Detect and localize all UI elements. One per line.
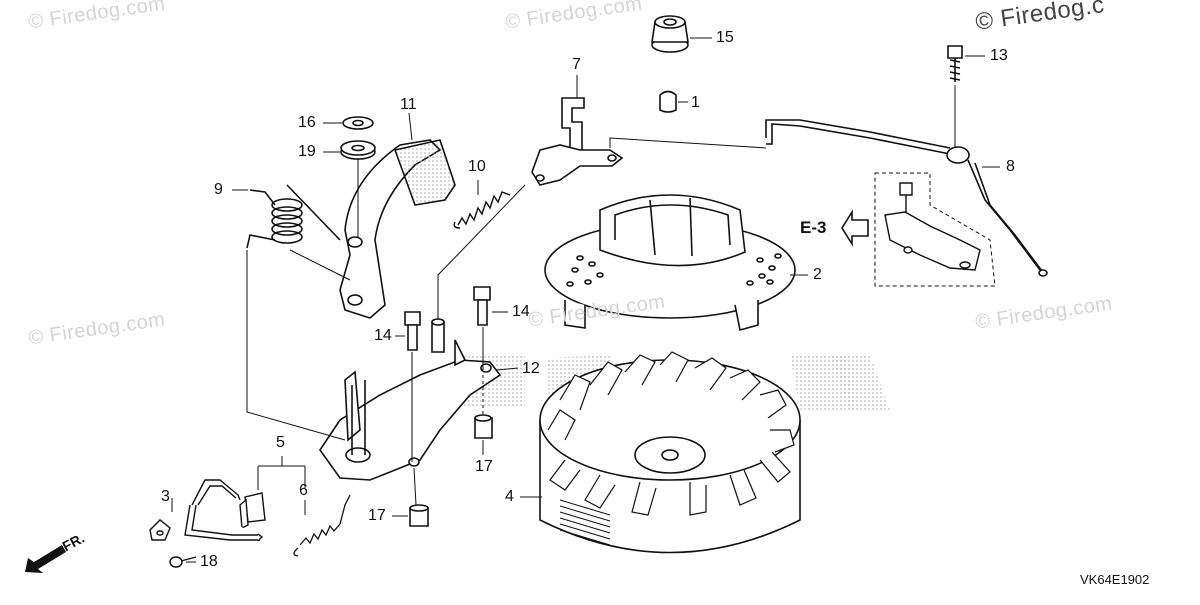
callout-1: 1 (691, 94, 700, 111)
part-10-spring (453, 191, 511, 229)
leader-line (246, 250, 346, 441)
callout-2: 2 (813, 266, 822, 283)
part-18-screw (169, 556, 197, 568)
inset-bracket (874, 172, 996, 287)
part-14-bolt-b (473, 286, 491, 370)
part-1-key (659, 90, 677, 113)
leader-line (413, 467, 417, 506)
diagram-code: VK64E1902 (1080, 572, 1150, 587)
part-17-collar-a (474, 414, 493, 439)
part-6-spring (293, 494, 351, 557)
callout-4: 4 (505, 488, 514, 505)
callout-19: 19 (298, 143, 316, 160)
callout-6: 6 (299, 482, 308, 499)
callout-18: 18 (200, 553, 218, 570)
callout-11: 11 (400, 96, 417, 113)
callout-14: 14 (512, 303, 530, 320)
part-19-washer (340, 140, 376, 160)
part-12-brake-plate (319, 339, 502, 481)
callout-7: 7 (572, 56, 581, 73)
brake-pin (431, 318, 445, 353)
callout-9: 9 (214, 181, 223, 198)
reference-arrow (841, 209, 869, 247)
part-16-clip (342, 116, 374, 130)
callout-12: 12 (522, 360, 540, 377)
part-5-switch-assembly (184, 479, 266, 542)
part-15-flange-nut (651, 15, 689, 53)
callout-5: 5 (276, 434, 285, 451)
part-9-torsion-spring (246, 184, 341, 249)
part-13-bolt (947, 45, 963, 148)
callout-17: 17 (368, 507, 386, 524)
part-4-flywheel (539, 351, 801, 554)
front-direction-arrow (25, 545, 66, 573)
leader-line (289, 249, 351, 281)
part-3-clamp (149, 519, 171, 541)
callout-15: 15 (716, 29, 734, 46)
callout-8: 8 (1006, 158, 1015, 175)
part-7-lever (531, 97, 624, 186)
part-11-brake-arm (339, 139, 456, 319)
callout-14: 14 (374, 327, 392, 344)
callout-leaders (171, 37, 1000, 563)
callout-3: 3 (161, 488, 170, 505)
part-2-starter-cup (544, 194, 796, 332)
part-8-control-rod (765, 119, 1048, 277)
reference-label: E-3 (800, 218, 827, 237)
part-14-bolt-a (404, 311, 421, 462)
callout-17: 17 (475, 458, 493, 475)
callout-13: 13 (990, 47, 1008, 64)
callout-10: 10 (468, 158, 486, 175)
leader-line (437, 184, 526, 325)
part-17-collar-b (409, 504, 429, 527)
callout-16: 16 (298, 114, 316, 131)
leader-line (609, 137, 767, 149)
